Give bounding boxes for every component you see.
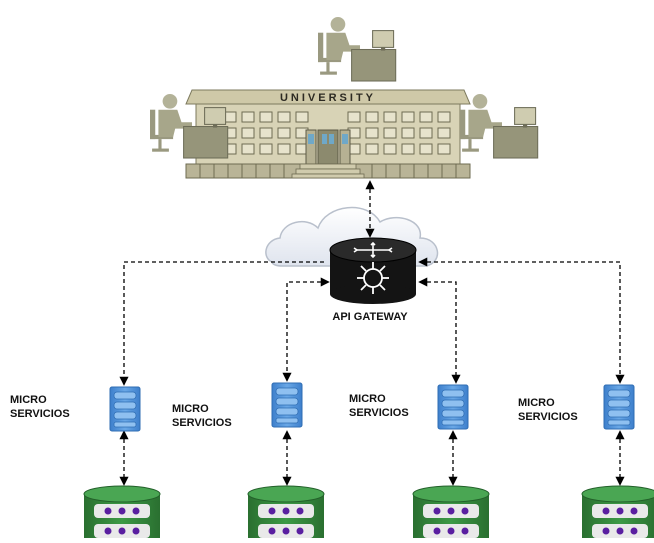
api-gateway-router-icon <box>329 237 417 304</box>
service-label-4-line1: MICRO <box>518 397 555 409</box>
connector-service-3 <box>418 277 461 384</box>
microservice-server-icon-2 <box>271 382 303 428</box>
api-gateway-label: API GATEWAY <box>332 311 408 323</box>
connector-service-2 <box>282 277 330 382</box>
connector-service-1 <box>119 261 324 386</box>
user-icon-right <box>459 93 539 159</box>
service-label-3-line1: MICRO <box>349 393 386 405</box>
service-label-2: MICRO SERVICIOS <box>172 402 232 430</box>
service-label-2-line2: SERVICIOS <box>172 417 232 429</box>
microservice-server-icon-4 <box>603 384 635 430</box>
service-label-4-line2: SERVICIOS <box>518 411 578 423</box>
database-icon-2 <box>247 485 325 543</box>
microservice-server-icon-1 <box>109 386 141 432</box>
database-icon-4 <box>581 485 654 543</box>
database-icon-1 <box>83 485 161 543</box>
connector-service-4 <box>418 257 625 384</box>
service-label-1: MICRO SERVICIOS <box>10 393 70 421</box>
user-icon-top <box>317 16 397 82</box>
service-label-4: MICRO SERVICIOS <box>518 396 578 424</box>
university-sign: UNIVERSITY <box>280 92 376 104</box>
service-label-3-line2: SERVICIOS <box>349 407 409 419</box>
service-label-2-line1: MICRO <box>172 403 209 415</box>
university-building <box>185 89 471 179</box>
microservice-server-icon-3 <box>437 384 469 430</box>
database-icon-3 <box>412 485 490 543</box>
service-label-1-line2: SERVICIOS <box>10 408 70 420</box>
service-label-1-line1: MICRO <box>10 394 47 406</box>
service-label-3: MICRO SERVICIOS <box>349 392 409 420</box>
connectors <box>119 180 625 486</box>
